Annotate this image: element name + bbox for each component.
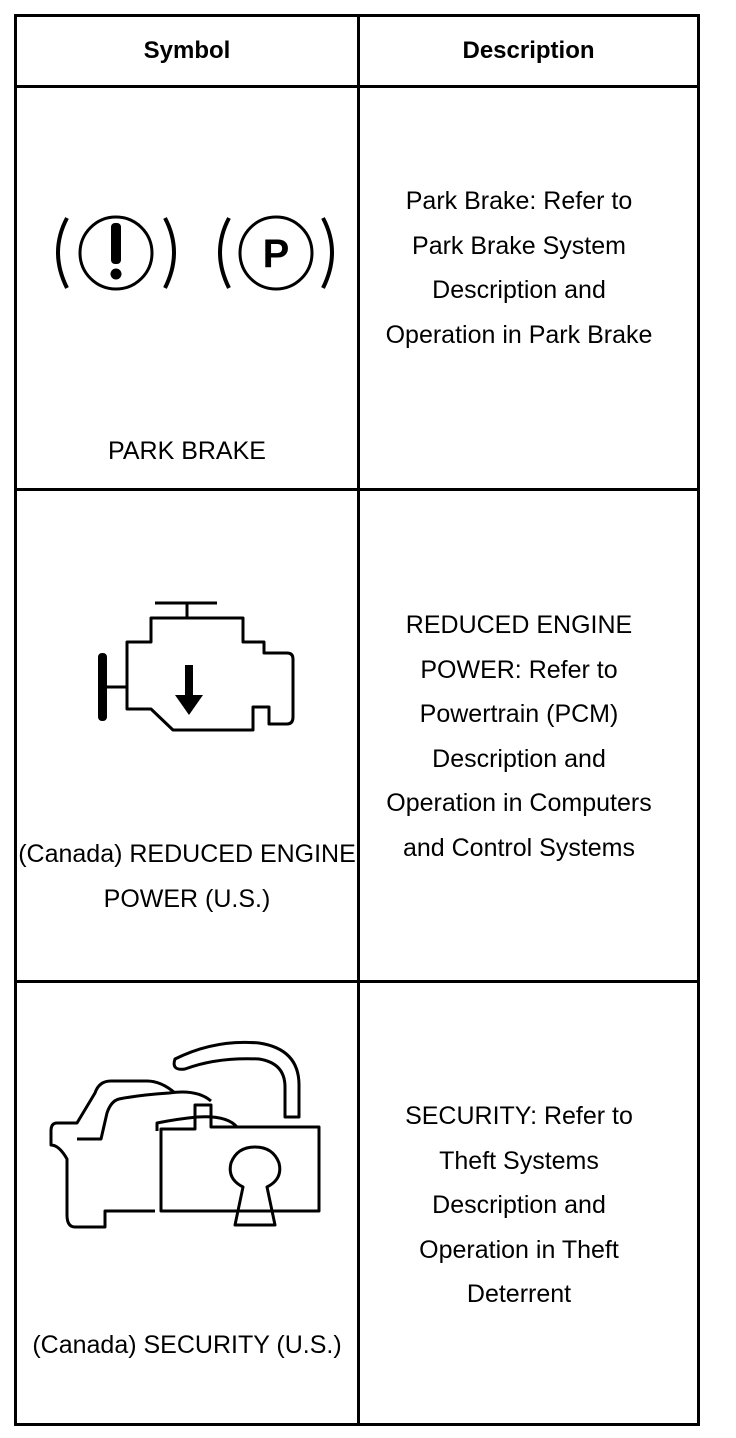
row-divider (17, 488, 697, 491)
description-text: SECURITY: Refer to Theft Systems Descrip… (405, 1102, 633, 1308)
park-brake-icon: P (56, 215, 334, 291)
symbol-label: (Canada) SECURITY (U.S.) (32, 1331, 342, 1359)
symbol-label: PARK BRAKE (108, 437, 266, 465)
svg-text:P: P (263, 232, 290, 276)
symbol-table: Symbol Description P PARK BRAKE Park Bra… (14, 14, 700, 1426)
symbol-label: (Canada) REDUCED ENGINE POWER (U.S.) (18, 840, 356, 913)
security-icon (49, 1040, 321, 1229)
column-divider (357, 17, 360, 1423)
header-description: Description (462, 37, 595, 64)
description-text: REDUCED ENGINE POWER: Refer to Powertrai… (386, 611, 652, 862)
row-divider (17, 980, 697, 983)
header-divider (17, 85, 697, 88)
description-text: Park Brake: Refer to Park Brake System D… (385, 187, 653, 349)
header-symbol: Symbol (143, 37, 231, 64)
reduced-engine-power-icon (98, 601, 295, 732)
